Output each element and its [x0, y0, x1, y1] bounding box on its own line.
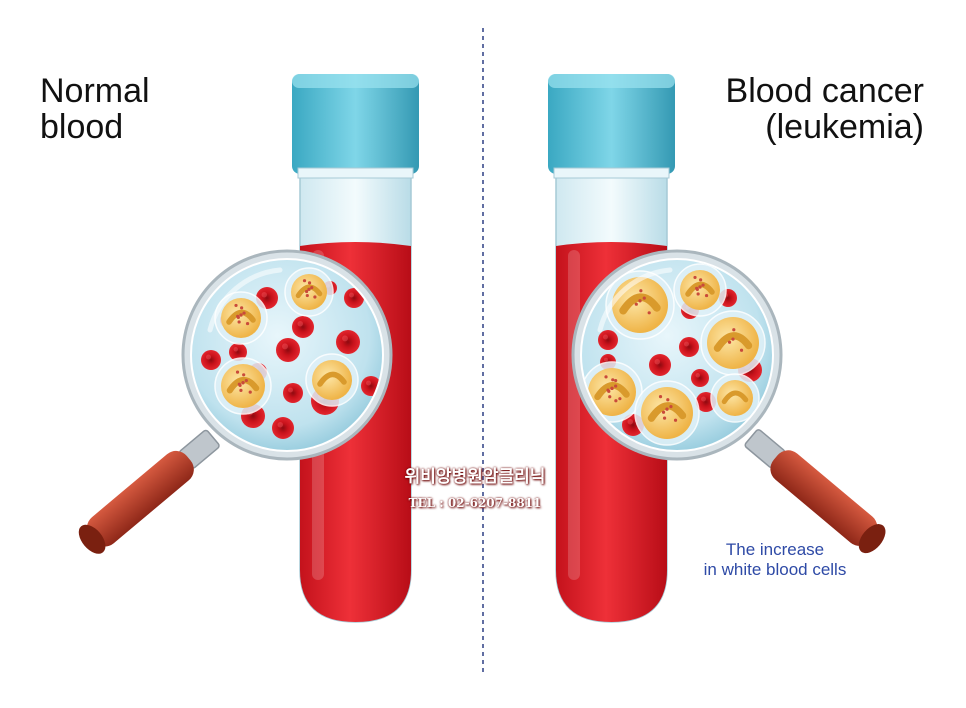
magnifier-normal [78, 249, 393, 554]
leukemia-label-line2: (leukemia) [765, 108, 924, 146]
normal-blood-label-line1: Normal [40, 72, 150, 110]
red-blood-cell [276, 338, 300, 362]
red-blood-cell [336, 330, 360, 354]
watermark-clinic-name: 위비앙병원암클리닉 [404, 467, 546, 487]
leukemia-blood-cells [582, 263, 766, 446]
normal-blood-cells [201, 267, 381, 439]
red-blood-cell [598, 330, 618, 350]
white-blood-cell [673, 263, 727, 317]
red-blood-cell [691, 369, 709, 387]
red-blood-cell [679, 337, 699, 357]
white-blood-cell [284, 267, 334, 317]
red-blood-cell [201, 350, 221, 370]
white-blood-cell [700, 310, 766, 376]
leukemia-label: Blood cancer (leukemia) [726, 73, 924, 145]
annotation-line2: in white blood cells [703, 560, 847, 579]
red-blood-cell [272, 417, 294, 439]
magnifier-leukemia [571, 249, 886, 554]
tube-cap-leukemia [548, 74, 675, 174]
wbc-increase-annotation: The increase in white blood cells [660, 540, 890, 580]
red-blood-cell [229, 343, 247, 361]
red-blood-cell [283, 383, 303, 403]
normal-blood-label: Normal blood [40, 73, 150, 145]
normal-blood-label-line2: blood [40, 108, 124, 146]
tube-cap-normal [292, 74, 419, 174]
watermark-phone: TEL : 02-6207-8811 [408, 496, 542, 510]
white-blood-cell [305, 353, 359, 407]
white-blood-cell [214, 357, 272, 415]
white-blood-cell [634, 380, 700, 446]
white-blood-cell [214, 291, 268, 345]
annotation-line1: The increase [725, 540, 825, 559]
white-blood-cell [710, 373, 760, 423]
red-blood-cell [649, 354, 671, 376]
red-blood-cell [292, 316, 314, 338]
clinic-watermark: 위비앙병원암클리닉 TEL : 02-6207-8811 [380, 466, 570, 512]
leukemia-label-line1: Blood cancer [725, 72, 924, 110]
